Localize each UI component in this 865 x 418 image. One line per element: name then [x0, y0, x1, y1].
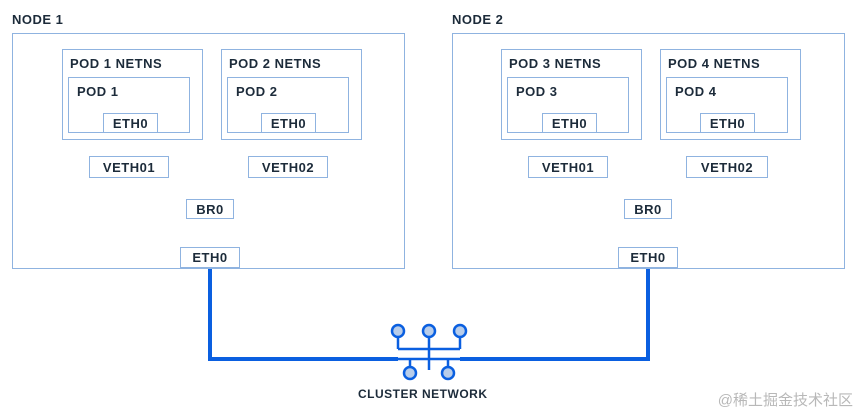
- pod1-label: POD 1: [77, 84, 119, 99]
- node1-veth02: VETH02: [248, 156, 328, 178]
- pod3-label: POD 3: [516, 84, 558, 99]
- pod1-netns-label: POD 1 NETNS: [70, 56, 163, 71]
- node2-veth02: VETH02: [686, 156, 768, 178]
- node2-br0: BR0: [624, 199, 672, 219]
- node1-to-cluster-link: [208, 268, 398, 361]
- pod4-label: POD 4: [675, 84, 717, 99]
- watermark-text: @稀土掘金技术社区: [717, 392, 853, 409]
- cluster-network-label: CLUSTER NETWORK: [358, 387, 488, 401]
- node2-eth0: ETH0: [618, 247, 678, 268]
- pod2-eth0: ETH0: [261, 113, 316, 133]
- node2-to-cluster-link: [460, 268, 650, 361]
- pod4-eth0: ETH0: [700, 113, 755, 133]
- node2-veth01: VETH01: [528, 156, 608, 178]
- node1-eth0: ETH0: [180, 247, 240, 268]
- pod2-netns-label: POD 2 NETNS: [229, 56, 322, 71]
- node1-veth01: VETH01: [89, 156, 169, 178]
- pod1-eth0: ETH0: [103, 113, 158, 133]
- pod3-netns-label: POD 3 NETNS: [509, 56, 602, 71]
- pod4-netns-label: POD 4 NETNS: [668, 56, 761, 71]
- pod2-label: POD 2: [236, 84, 278, 99]
- pod3-eth0: ETH0: [542, 113, 597, 133]
- node-1-label: NODE 1: [12, 12, 64, 27]
- node-2-label: NODE 2: [452, 12, 504, 27]
- network-hub-icon: [390, 323, 468, 381]
- node1-br0: BR0: [186, 199, 234, 219]
